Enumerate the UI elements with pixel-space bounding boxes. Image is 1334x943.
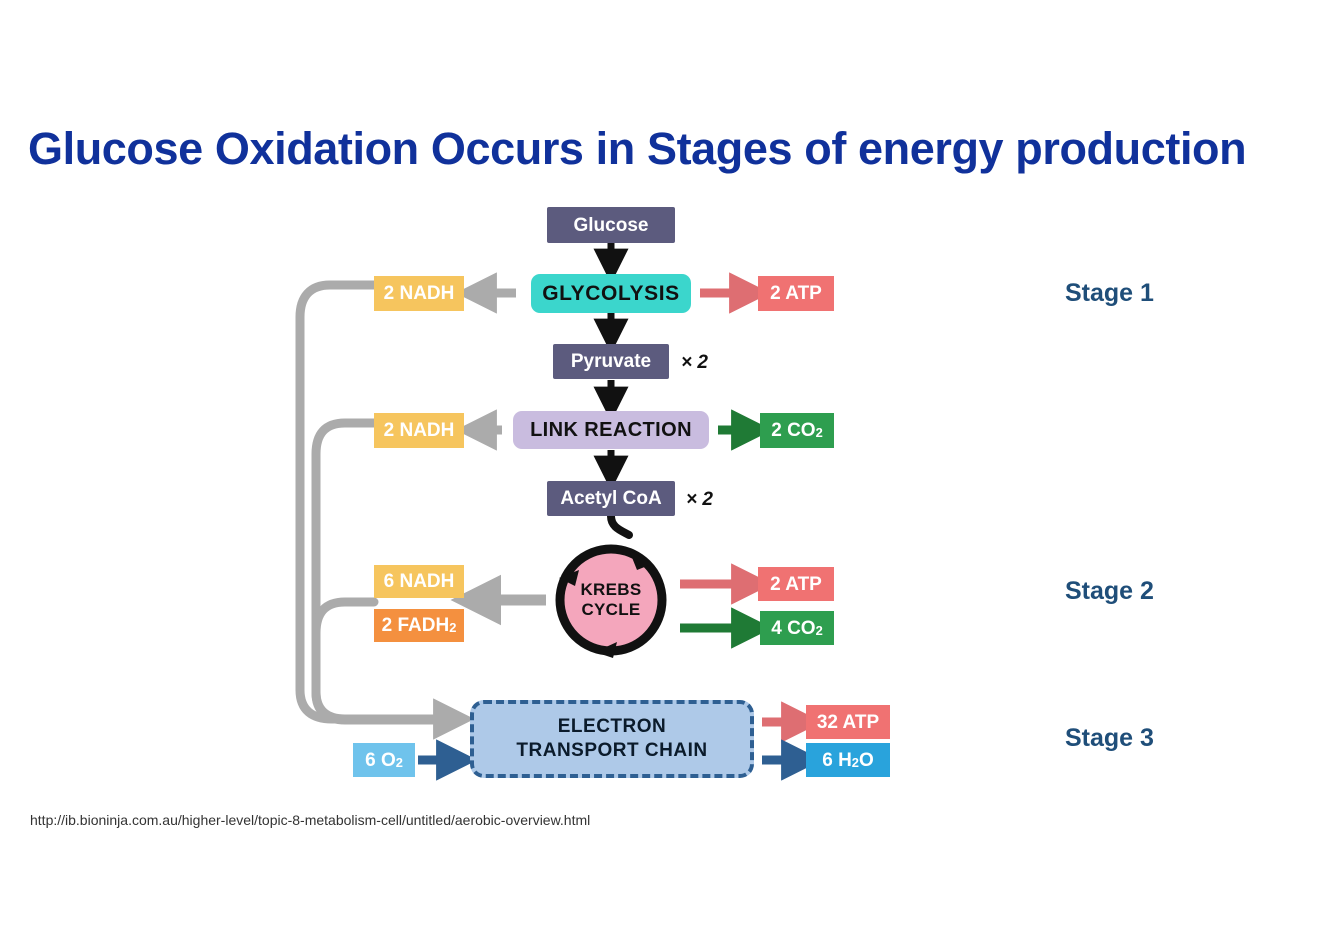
node-acetyl-coa[interactable]: Acetyl CoA xyxy=(547,481,675,516)
node-water-subscript: 2 xyxy=(851,754,859,770)
page-title: Glucose Oxidation Occurs in Stages of en… xyxy=(28,123,1247,174)
etc-label-line1: ELECTRON xyxy=(557,716,667,738)
node-water-text: 6 H xyxy=(822,749,852,771)
krebs-cycle-graphic xyxy=(555,544,667,658)
node-glycolysis-atp[interactable]: 2 ATP xyxy=(758,276,834,311)
stage-label-2: Stage 2 xyxy=(1065,577,1154,605)
node-link-reaction[interactable]: LINK REACTION xyxy=(513,411,709,449)
etc-label-line2: TRANSPORT CHAIN xyxy=(516,740,708,761)
node-krebs-fadh2-subscript: 2 xyxy=(449,620,457,636)
node-water-text-post: O xyxy=(858,749,874,771)
node-oxygen-text: 6 O xyxy=(365,749,396,771)
stage-label-1: Stage 1 xyxy=(1065,279,1154,307)
stage-label-3: Stage 3 xyxy=(1065,724,1154,752)
krebs-label-line2: CYCLE xyxy=(581,600,641,619)
node-link-co2-subscript: 2 xyxy=(815,425,823,441)
node-link-co2-text: 2 CO xyxy=(771,420,816,441)
node-krebs-atp[interactable]: 2 ATP xyxy=(758,567,834,601)
flow-arrow-acetyl-coa-to-krebs xyxy=(607,512,633,539)
source-url[interactable]: http://ib.bioninja.com.au/higher-level/t… xyxy=(30,812,591,828)
node-glucose[interactable]: Glucose xyxy=(547,207,675,243)
node-glycolysis-nadh[interactable]: 2 NADH xyxy=(374,276,464,311)
node-oxygen-subscript: 2 xyxy=(395,754,403,770)
krebs-cycle-label: KREBS CYCLE xyxy=(551,540,671,660)
node-etc-atp[interactable]: 32 ATP xyxy=(806,705,890,739)
krebs-label-line1: KREBS xyxy=(580,580,642,600)
node-krebs-fadh2-text: 2 FADH xyxy=(381,615,450,636)
node-krebs-co2-text: 4 CO xyxy=(771,617,816,639)
node-glycolysis[interactable]: GLYCOLYSIS xyxy=(531,274,691,313)
node-pyruvate[interactable]: Pyruvate xyxy=(553,344,669,379)
node-electron-transport-chain[interactable]: ELECTRON TRANSPORT CHAIN xyxy=(470,700,754,778)
carrier-route-glycolysis-nadh-to-etc xyxy=(295,280,445,724)
acetyl-coa-multiplier: × 2 xyxy=(686,489,713,510)
node-krebs-co2-subscript: 2 xyxy=(815,622,823,638)
pyruvate-multiplier: × 2 xyxy=(681,352,708,373)
node-krebs-nadh[interactable]: 6 NADH xyxy=(374,565,464,598)
node-link-nadh[interactable]: 2 NADH xyxy=(374,413,464,448)
node-krebs-cycle[interactable]: KREBS CYCLE xyxy=(551,540,671,660)
